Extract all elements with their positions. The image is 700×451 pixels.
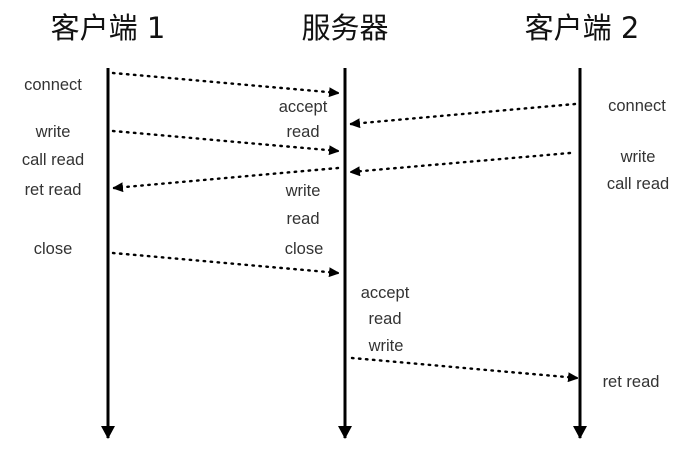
server-label: accept [361,284,410,302]
client2-label: connect [608,97,666,115]
client1-label: connect [24,76,82,94]
client1-write-arrow [111,129,338,151]
client1-connect-arrow [111,71,338,93]
client2-header: 客户端 2 [525,11,640,45]
client2-connect-arrow [351,102,577,124]
client1-label: ret read [25,181,82,199]
server-write-client1-arrow [114,166,340,188]
server-label: write [285,182,321,200]
client1-label: close [34,240,73,258]
client2-label: write [620,148,656,166]
server-label: read [368,310,401,328]
client2-label: call read [607,175,669,193]
server-label: accept [279,98,328,116]
server-label: close [285,240,324,258]
client1-label: call read [22,151,84,169]
client1-label: write [35,123,71,141]
client2-write-arrow [351,151,572,172]
server-header: 服务器 [301,11,388,45]
server-label: write [368,337,404,355]
client1-header: 客户端 1 [51,11,166,45]
client1-close-arrow [111,251,338,273]
server-write-client2-arrow [350,356,577,378]
server-label: read [286,123,319,141]
server-label: read [286,210,319,228]
client2-label: ret read [603,373,660,391]
